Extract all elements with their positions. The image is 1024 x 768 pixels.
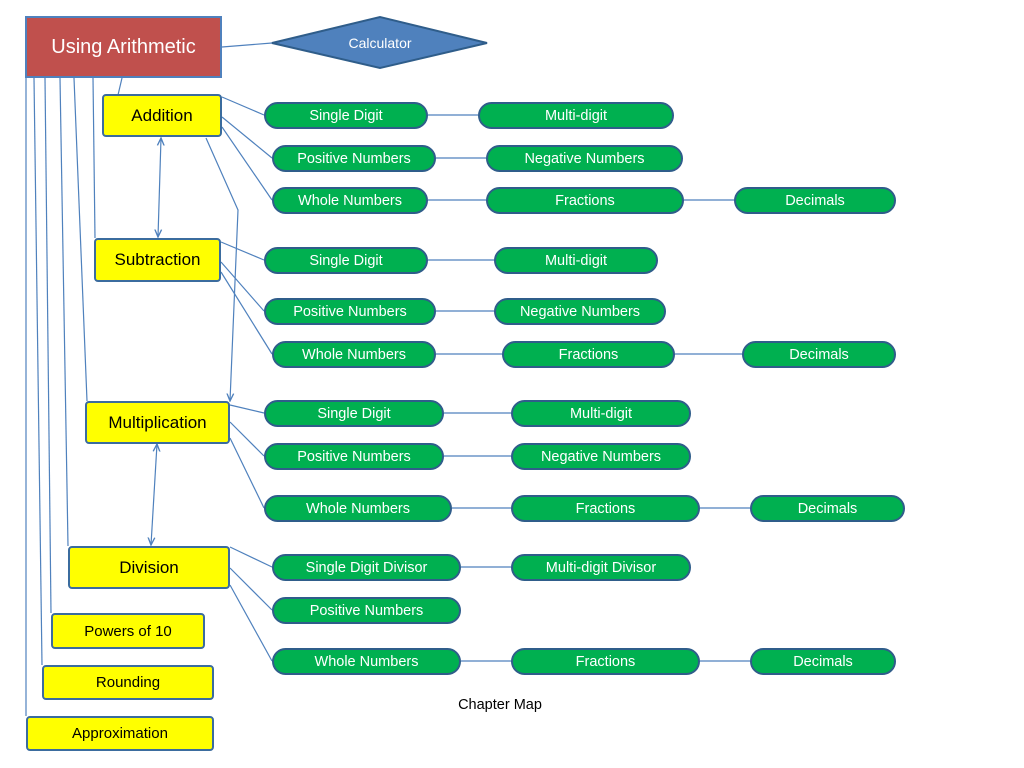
multiplication-decimals: Decimals	[750, 495, 905, 522]
root-rounding-connector	[33, 77, 43, 666]
multiplication-negative-numbers: Negative Numbers	[511, 443, 691, 470]
division-whole-numbers: Whole Numbers	[272, 648, 461, 675]
root-subtraction-connector	[92, 77, 96, 239]
addition-single-digit: Single Digit	[264, 102, 428, 129]
addition-positive-numbers: Positive Numbers	[272, 145, 436, 172]
subtraction-single-digit: Single Digit	[264, 247, 428, 274]
addition-decimals: Decimals	[734, 187, 896, 214]
subtraction-negative-numbers: Negative Numbers	[494, 298, 666, 325]
category-division: Division	[68, 546, 230, 589]
calculator-label: Calculator	[348, 35, 412, 51]
category-rounding: Rounding	[42, 665, 214, 700]
multiplication-single-digit: Single Digit	[264, 400, 444, 427]
subtraction-fractions: Fractions	[502, 341, 675, 368]
subtraction-positive-numbers: Positive Numbers	[264, 298, 436, 325]
division-decimals: Decimals	[750, 648, 896, 675]
division-single-digit-divisor: Single Digit Divisor	[272, 554, 461, 581]
root-powers-connector	[44, 77, 52, 614]
addition-fractions: Fractions	[486, 187, 684, 214]
calculator-diamond	[271, 15, 488, 70]
root-addition-connector	[117, 77, 123, 96]
division-multi-digit-divisor: Multi-digit Divisor	[511, 554, 691, 581]
subtraction-decimals: Decimals	[742, 341, 896, 368]
root-multiplication-connector	[73, 77, 88, 402]
multiplication-multi-digit: Multi-digit	[511, 400, 691, 427]
division-fractions: Fractions	[511, 648, 700, 675]
category-approximation: Approximation	[26, 716, 214, 751]
category-multiplication: Multiplication	[85, 401, 230, 444]
category-subtraction: Subtraction	[94, 238, 221, 282]
subtraction-multi-digit: Multi-digit	[494, 247, 658, 274]
root-division-connector	[59, 77, 69, 547]
addition-whole-numbers: Whole Numbers	[272, 187, 428, 214]
addition-multiplication-arrow	[205, 137, 239, 401]
multiplication-positive-numbers: Positive Numbers	[264, 443, 444, 470]
category-addition: Addition	[102, 94, 222, 137]
root-calculator-connector	[221, 42, 273, 48]
multiplication-fractions: Fractions	[511, 495, 700, 522]
category-powers-of-10: Powers of 10	[51, 613, 205, 649]
root-node: Using Arithmetic	[25, 16, 222, 78]
multiplication-whole-numbers: Whole Numbers	[264, 495, 452, 522]
addition-multi-digit: Multi-digit	[478, 102, 674, 129]
multiplication-division-arrow	[151, 444, 157, 545]
chapter-map-caption: Chapter Map	[458, 697, 542, 713]
addition-subtraction-arrow	[158, 138, 161, 237]
division-positive-numbers: Positive Numbers	[272, 597, 461, 624]
subtraction-whole-numbers: Whole Numbers	[272, 341, 436, 368]
addition-negative-numbers: Negative Numbers	[486, 145, 683, 172]
